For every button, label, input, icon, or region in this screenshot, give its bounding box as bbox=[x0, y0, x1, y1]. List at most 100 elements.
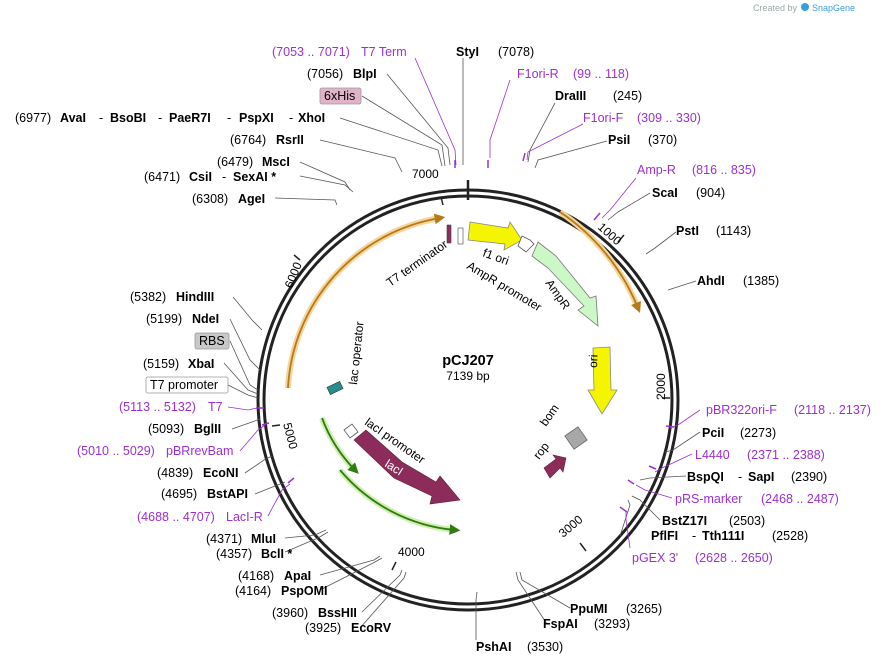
site-csii-name: CsiI bbox=[189, 170, 212, 184]
tick-6000: 6000 bbox=[282, 260, 305, 290]
orf-arc-green-short bbox=[321, 417, 359, 474]
site-bstapi-pos: (4695) bbox=[161, 487, 197, 501]
site-agei-pos: (6308) bbox=[192, 192, 228, 206]
site-pflfi-pos: (2528) bbox=[772, 529, 808, 543]
site-xbai-pos: (5159) bbox=[143, 357, 179, 371]
svg-text:-: - bbox=[222, 170, 226, 184]
site-ecorv: (3925) EcoRV bbox=[305, 621, 392, 635]
orf-arc-left-glow bbox=[285, 215, 441, 389]
svg-text:-: - bbox=[692, 529, 696, 543]
site-csii: (6471) CsiI - SexAI * bbox=[144, 170, 276, 184]
feature-lac-operator: lac operator bbox=[326, 321, 367, 395]
snapgene-logo-icon bbox=[801, 3, 809, 11]
svg-text:-: - bbox=[158, 111, 162, 125]
site-t7-term: (7053 .. 7071) T7 Term bbox=[272, 45, 407, 59]
svg-text:-: - bbox=[227, 111, 231, 125]
site-t7: (5113 .. 5132) T7 bbox=[119, 400, 223, 414]
site-apai: (4168) ApaI bbox=[238, 569, 311, 583]
site-bglii-name: BglII bbox=[194, 422, 221, 436]
site-pbr322ori-f-range: (2118 .. 2137) bbox=[794, 403, 871, 417]
site-bsshii-name: BssHII bbox=[318, 606, 357, 620]
site-laci-r-name: LacI-R bbox=[226, 510, 263, 524]
tick-3000: 3000 bbox=[556, 512, 586, 540]
tick-7000: 7000 bbox=[412, 167, 439, 181]
site-bsshii: (3960) BssHII bbox=[272, 606, 357, 620]
site-xbai-name: XbaI bbox=[188, 357, 214, 371]
site-draiii: DraIII (245) bbox=[555, 89, 642, 103]
site-pcii-name: PciI bbox=[702, 426, 724, 440]
site-rsrii-name: RsrII bbox=[276, 133, 304, 147]
site-pshai-name: PshAI bbox=[476, 640, 511, 654]
site-f1ori-r-range: (99 .. 118) bbox=[573, 67, 629, 81]
svg-text:-: - bbox=[289, 111, 293, 125]
site-avai-extra-3: XhoI bbox=[298, 111, 325, 125]
site-t7-name: T7 bbox=[208, 400, 223, 414]
site-pbr322ori-f: pBR322ori-F (2118 .. 2137) bbox=[706, 403, 871, 417]
site-ppumi-pos: (3265) bbox=[626, 602, 662, 616]
site-rsrii: (6764) RsrII bbox=[230, 133, 304, 147]
site-rbs: RBS bbox=[194, 332, 230, 350]
site-f1ori-r-name: F1ori-R bbox=[517, 67, 559, 81]
site-pspomi-name: PspOMI bbox=[281, 584, 328, 598]
site-bstz17i-pos: (2503) bbox=[729, 514, 765, 528]
site-bstapi: (4695) BstAPI bbox=[161, 487, 248, 501]
site-psii-pos: (370) bbox=[648, 133, 677, 147]
site-scai-name: ScaI bbox=[652, 186, 678, 200]
feature-bom-label: bom bbox=[537, 402, 562, 429]
tick-2000: 2000 bbox=[654, 373, 668, 400]
site-prs-marker-name: pRS-marker bbox=[675, 492, 742, 506]
site-psii-name: PsiI bbox=[608, 133, 630, 147]
site-pgex3-range: (2628 .. 2650) bbox=[695, 551, 773, 565]
site-ppumi: PpuMI (3265) bbox=[570, 602, 662, 616]
site-6xhis-name: 6xHis bbox=[324, 89, 355, 103]
plasmid-name: pCJ207 bbox=[442, 353, 494, 369]
site-psti-name: PstI bbox=[676, 224, 699, 238]
site-psti: PstI (1143) bbox=[676, 224, 751, 238]
site-ahdi-pos: (1385) bbox=[743, 274, 779, 288]
site-csii-pos: (6471) bbox=[144, 170, 180, 184]
site-blpi: (7056) BlpI bbox=[307, 67, 377, 81]
site-bstapi-name: BstAPI bbox=[207, 487, 248, 501]
site-avai-extra-2: PspXI bbox=[239, 111, 274, 125]
site-pbrrevbam-name: pBRrevBam bbox=[166, 444, 233, 458]
site-styi-name: StyI bbox=[456, 45, 479, 59]
feature-rop-label: rop bbox=[530, 439, 552, 462]
site-t7-promoter: T7 promoter bbox=[145, 376, 229, 394]
site-draiii-name: DraIII bbox=[555, 89, 586, 103]
site-fspai: FspAI (3293) bbox=[543, 617, 630, 631]
feature-ori-label: ori bbox=[586, 354, 600, 368]
site-avai-extra-0: BsoBI bbox=[110, 111, 146, 125]
credit-prefix: Created by bbox=[753, 3, 798, 13]
site-csii-extra-0: SexAI * bbox=[233, 170, 276, 184]
feature-t7-terminator-label: T7 terminator bbox=[384, 237, 450, 289]
site-pflfi: PflFI - Tth111I (2528) bbox=[651, 529, 808, 543]
site-ahdi: AhdI (1385) bbox=[697, 274, 779, 288]
site-econi-name: EcoNI bbox=[203, 466, 238, 480]
feature-rop: rop bbox=[530, 439, 567, 479]
site-amp-r: Amp-R (816 .. 835) bbox=[637, 163, 756, 177]
site-agei: (6308) AgeI bbox=[192, 192, 265, 206]
site-msci-name: MscI bbox=[262, 155, 290, 169]
orf-arc-left bbox=[287, 213, 446, 389]
site-bspqi: BspQI - SapI (2390) bbox=[687, 470, 827, 484]
site-bsshii-pos: (3960) bbox=[272, 606, 308, 620]
site-l4440: L4440 (2371 .. 2388) bbox=[695, 448, 825, 462]
site-avai-name: AvaI bbox=[60, 111, 86, 125]
feature-ori: ori bbox=[586, 346, 618, 415]
site-avai-pos: (6977) bbox=[15, 111, 51, 125]
site-pbr322ori-f-name: pBR322ori-F bbox=[706, 403, 777, 417]
site-pbrrevbam-range: (5010 .. 5029) bbox=[77, 444, 155, 458]
site-rbs-name: RBS bbox=[199, 334, 225, 348]
site-pbrrevbam: (5010 .. 5029) pBRrevBam bbox=[77, 444, 233, 458]
site-bstz17i: BstZ17I (2503) bbox=[662, 514, 765, 528]
site-f1ori-r: F1ori-R (99 .. 118) bbox=[517, 67, 629, 81]
site-f1ori-f: F1ori-F (309 .. 330) bbox=[583, 111, 701, 125]
site-psti-pos: (1143) bbox=[716, 224, 751, 238]
site-bcli: (4357) BclI * bbox=[216, 547, 292, 561]
site-bglii: (5093) BglII bbox=[148, 422, 221, 436]
site-hindiii-pos: (5382) bbox=[130, 290, 166, 304]
site-bstz17i-name: BstZ17I bbox=[662, 514, 707, 528]
tick-5000: 5000 bbox=[280, 421, 301, 451]
site-laci-r: (4688 .. 4707) LacI-R bbox=[137, 510, 263, 524]
